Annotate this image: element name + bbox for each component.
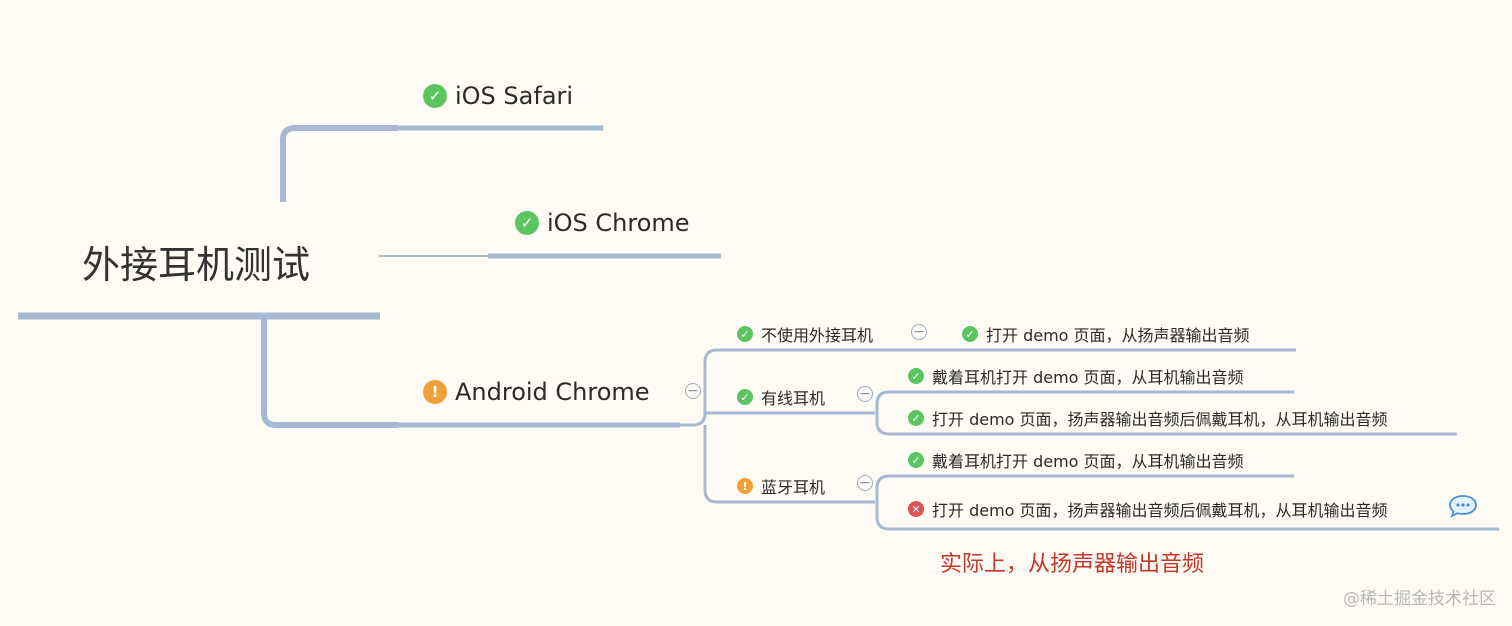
leaf-bluetooth-2[interactable]: ✕ 打开 demo 页面，扬声器输出音频后佩戴耳机，从耳机输出音频: [908, 497, 1388, 521]
root-topic[interactable]: 外接耳机测试: [82, 234, 310, 289]
check-circle-icon: ✓: [962, 326, 978, 342]
check-circle-icon: ✓: [737, 389, 753, 405]
subtopic-wired-label: 有线耳机: [761, 389, 826, 408]
edge-android-children: [679, 348, 1296, 504]
leaf-wired-1-label: 戴着耳机打开 demo 页面，从耳机输出音频: [932, 368, 1244, 387]
leaf-bluetooth-2-label: 打开 demo 页面，扬声器输出音频后佩戴耳机，从耳机输出音频: [932, 501, 1388, 520]
topic-ios-chrome-label: iOS Chrome: [547, 209, 690, 237]
edge-wired-children: [875, 390, 1457, 436]
check-circle-icon: ✓: [908, 410, 924, 426]
topic-ios-safari-label: iOS Safari: [455, 82, 574, 110]
topic-ios-safari[interactable]: ✓ iOS Safari: [423, 82, 573, 110]
collapse-no-headphone-icon[interactable]: −: [911, 324, 927, 340]
check-circle-icon: ✓: [515, 211, 539, 235]
topic-ios-chrome[interactable]: ✓ iOS Chrome: [515, 209, 690, 237]
topic-android-chrome-label: Android Chrome: [455, 378, 650, 406]
callout-note: 实际上，从扬声器输出音频: [940, 552, 1205, 577]
watermark: @稀土掘金技术社区: [1343, 589, 1496, 609]
root-label: 外接耳机测试: [82, 243, 311, 287]
leaf-wired-2[interactable]: ✓ 打开 demo 页面，扬声器输出音频后佩戴耳机，从耳机输出音频: [908, 406, 1388, 430]
exclamation-circle-icon: !: [737, 478, 753, 494]
subtopic-no-headphone[interactable]: ✓ 不使用外接耳机: [737, 322, 873, 346]
leaf-no-headphone-1[interactable]: ✓ 打开 demo 页面，从扬声器输出音频: [962, 322, 1250, 346]
check-circle-icon: ✓: [737, 326, 753, 342]
topic-android-chrome[interactable]: ! Android Chrome: [423, 378, 650, 406]
collapse-android-chrome-icon[interactable]: −: [685, 383, 701, 399]
leaf-bluetooth-1[interactable]: ✓ 戴着耳机打开 demo 页面，从耳机输出音频: [908, 448, 1244, 472]
speech-bubble-icon[interactable]: [1448, 494, 1478, 518]
edge-android-chrome: [261, 318, 398, 428]
collapse-bluetooth-icon[interactable]: −: [857, 475, 873, 491]
leaf-bluetooth-1-label: 戴着耳机打开 demo 页面，从耳机输出音频: [932, 452, 1244, 471]
check-circle-icon: ✓: [908, 452, 924, 468]
x-circle-icon: ✕: [908, 501, 924, 517]
leaf-no-headphone-1-label: 打开 demo 页面，从扬声器输出音频: [986, 326, 1250, 345]
edge-bluetooth-children: [875, 474, 1499, 531]
check-circle-icon: ✓: [423, 84, 447, 108]
exclamation-circle-icon: !: [423, 380, 447, 404]
leaf-wired-1[interactable]: ✓ 戴着耳机打开 demo 页面，从耳机输出音频: [908, 364, 1244, 388]
subtopic-bluetooth-label: 蓝牙耳机: [761, 478, 826, 497]
check-circle-icon: ✓: [908, 368, 924, 384]
leaf-wired-2-label: 打开 demo 页面，扬声器输出音频后佩戴耳机，从耳机输出音频: [932, 410, 1388, 429]
edge-ios-safari: [280, 125, 398, 202]
subtopic-bluetooth[interactable]: ! 蓝牙耳机: [737, 474, 825, 498]
collapse-wired-icon[interactable]: −: [857, 386, 873, 402]
subtopic-wired[interactable]: ✓ 有线耳机: [737, 385, 825, 409]
subtopic-no-headphone-label: 不使用外接耳机: [761, 326, 874, 345]
